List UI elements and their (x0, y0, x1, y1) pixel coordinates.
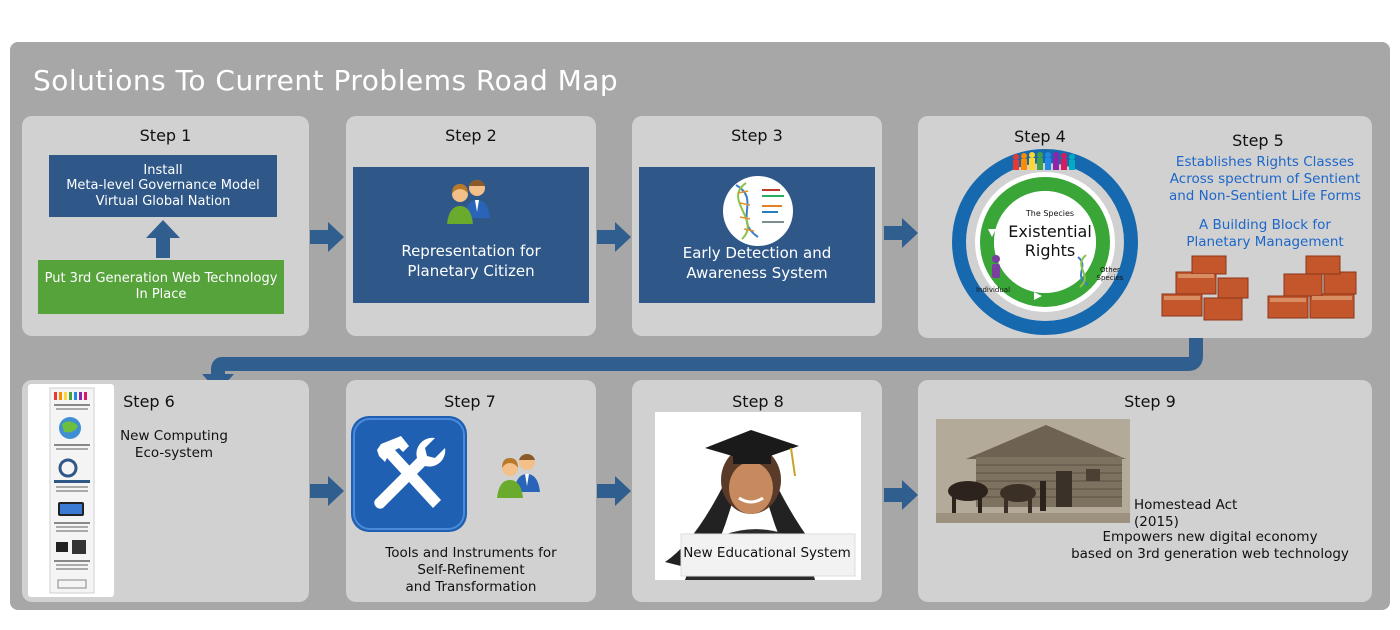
building-block-text: A Building Block for Planetary Managemen… (1160, 217, 1370, 251)
educational-system-caption: New Educational System (683, 545, 851, 561)
other-species-label: Other Species (1090, 266, 1130, 282)
web-tech-line-2: In Place (135, 287, 187, 302)
representation-line-1: Representation for (401, 242, 541, 260)
right-arrow-icon (884, 480, 918, 510)
ecosystem-stack-icon (49, 387, 95, 594)
homestead-act-caption: Homestead Act (2015) (1134, 497, 1238, 530)
economy-line-1: Empowers new digital economy (1102, 529, 1318, 545)
existential-rights-label: Existential Rights (1000, 222, 1100, 260)
right-arrow-icon (597, 476, 631, 506)
step-2-title: Step 2 (445, 126, 497, 145)
people-icon (497, 453, 540, 498)
ecosystem-line-2: Eco-system (134, 444, 214, 461)
tools-text: Tools and Instruments for Self-Refinemen… (346, 545, 596, 596)
right-arrow-icon (884, 218, 918, 248)
right-arrow-icon (310, 222, 344, 252)
right-arrow-icon (597, 222, 631, 252)
web-tech-line-1: Put 3rd Generation Web Technology (44, 270, 278, 286)
governance-line-3: Virtual Global Nation (95, 193, 231, 209)
homestead-photo (936, 419, 1130, 523)
computing-ecosystem-text: New Computing Eco-system (120, 428, 228, 462)
step-7-title: Step 7 (444, 392, 496, 411)
ecosystem-line-1: New Computing (120, 428, 228, 444)
web-technology-box: Put 3rd Generation Web Technology In Pla… (38, 260, 284, 314)
other-line-1: Other (1100, 266, 1120, 274)
computing-ecosystem-graphic (28, 384, 114, 597)
early-detection-line-1: Early Detection and (682, 244, 832, 262)
rights-classes-text: Establishes Rights Classes Across spectr… (1160, 154, 1370, 205)
homestead-icon (936, 419, 1130, 523)
people-icon (447, 179, 490, 224)
right-arrow-icon (310, 476, 344, 506)
species-label: The Species (1025, 209, 1075, 218)
graduate-photo (655, 412, 861, 580)
governance-line-1: Install (143, 162, 183, 178)
rights-line-2: Across spectrum of Sentient (1169, 170, 1361, 187)
other-line-2: Species (1096, 273, 1124, 282)
existential-line-1: Existential (1008, 222, 1092, 241)
page-title: Solutions To Current Problems Road Map (33, 64, 619, 97)
economy-line-2: based on 3rd generation web technology (1071, 545, 1349, 562)
tools-line-1: Tools and Instruments for (385, 545, 557, 561)
building-line-1: A Building Block for (1199, 217, 1331, 233)
digital-economy-text: Empowers new digital economy based on 3r… (1050, 529, 1370, 563)
step-8-title: Step 8 (732, 392, 784, 411)
up-arrow-icon (146, 220, 180, 258)
rights-line-3: and Non-Sentient Life Forms (1168, 187, 1362, 204)
step-9-title: Step 9 (1124, 392, 1176, 411)
step-6-title: Step 6 (123, 392, 175, 411)
dna-icon (723, 176, 793, 246)
governance-line-2: Meta-level Governance Model (66, 178, 260, 194)
early-detection-line-2: Awareness System (686, 263, 828, 282)
step-3-title: Step 3 (731, 126, 783, 145)
graduate-icon (665, 430, 856, 580)
step-5-title: Step 5 (1232, 131, 1284, 150)
bricks-icon (1161, 255, 1357, 321)
tools-line-2: Self-Refinement (417, 561, 525, 578)
existential-line-2: Rights (1024, 241, 1076, 261)
tools-icon (351, 416, 467, 532)
representation-line-2: Planetary Citizen (407, 261, 535, 280)
rights-line-1: Establishes Rights Classes (1175, 154, 1355, 170)
building-line-2: Planetary Management (1186, 233, 1344, 250)
step-1-title: Step 1 (139, 126, 192, 145)
tools-line-3: and Transformation (405, 578, 537, 595)
individual-label: Individual (975, 286, 1011, 294)
governance-model-box: Install Meta-level Governance Model Virt… (49, 155, 277, 217)
step-4-title: Step 4 (1014, 127, 1066, 146)
existential-rights-ring (952, 149, 1138, 335)
